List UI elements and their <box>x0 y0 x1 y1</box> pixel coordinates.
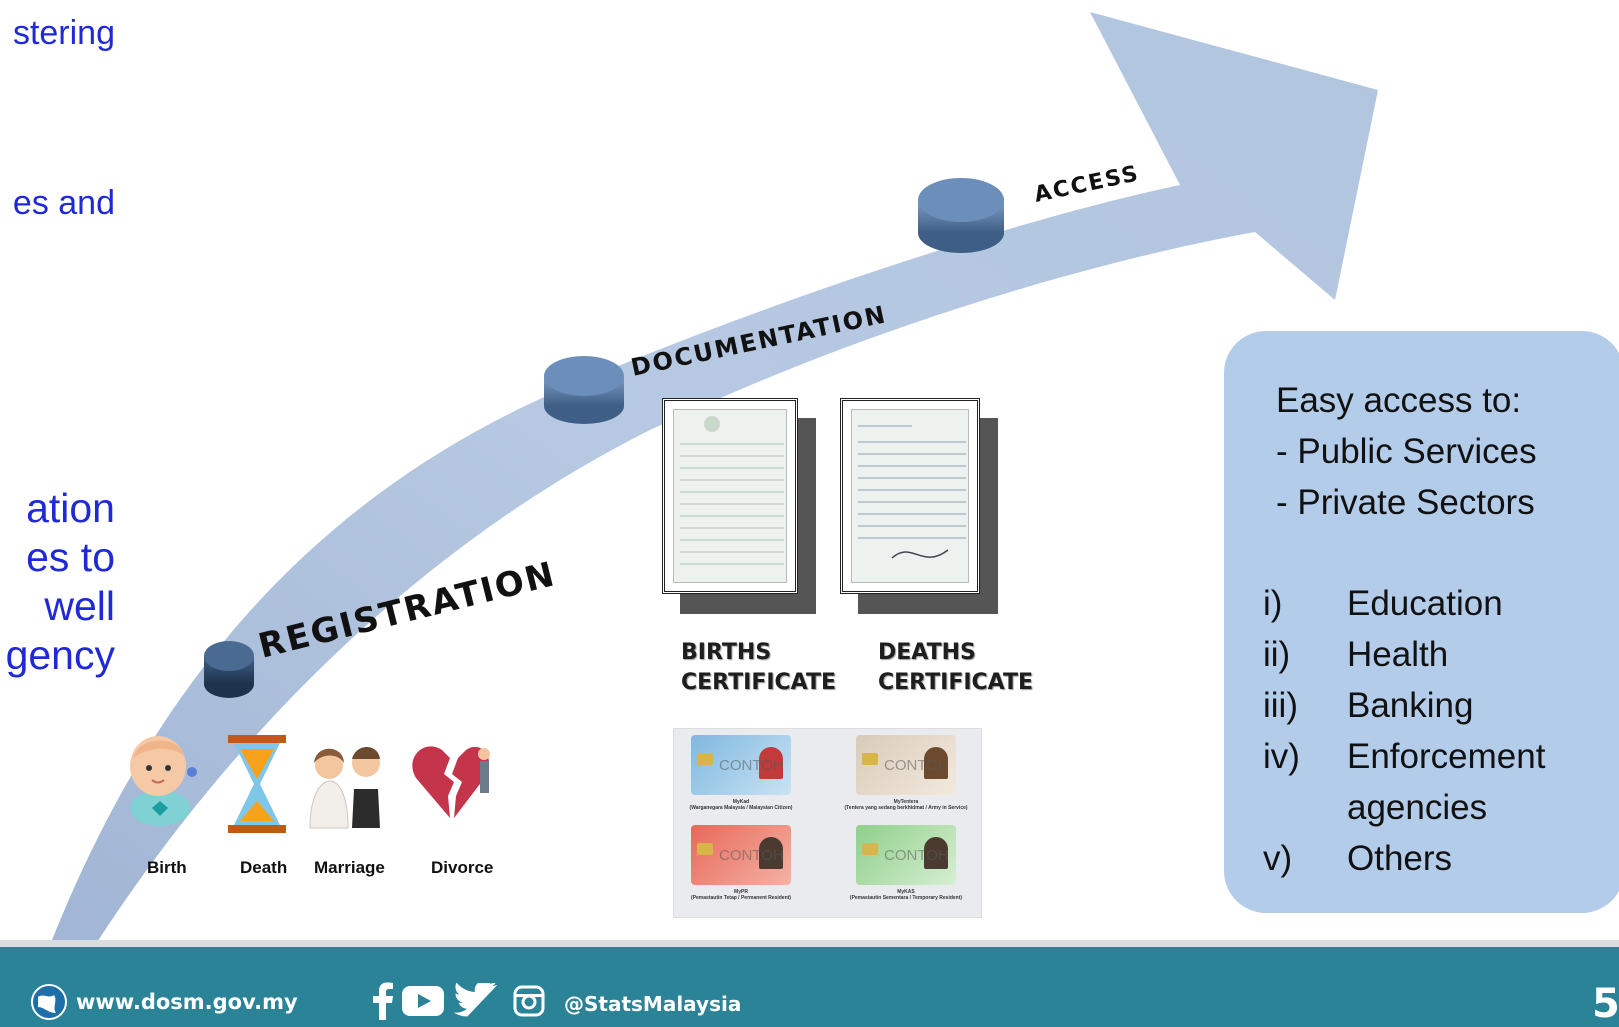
footer-bar <box>0 947 1619 1027</box>
mykas-caption: MyKAS(Pemastautin Sementara / Temporary … <box>841 889 971 901</box>
deaths-certificate-line-2: CERTIFICATE <box>878 670 1034 695</box>
globe-icon <box>30 983 68 1021</box>
access-info-box <box>1224 331 1619 913</box>
left-text-fragment-2: es and <box>12 184 115 222</box>
mypr-caption-title: MyPR <box>734 889 748 895</box>
access-list-num-2: ii) <box>1263 635 1291 674</box>
mykas-card: CONTOH <box>856 825 956 885</box>
left-text-fragment-1: stering <box>12 14 115 52</box>
arrow-shape <box>20 12 1378 1027</box>
mytentera-caption-title: MyTentera <box>893 799 919 805</box>
registration-button-shape <box>204 641 254 698</box>
mytentera-caption: MyTentera(Tentera yang sedang berkhidmat… <box>841 799 971 811</box>
access-heading: Easy access to: <box>1276 381 1522 420</box>
identity-cards-image: CONTOH CONTOH MyKad(Warganegara Malaysia… <box>673 728 982 918</box>
mypr-caption: MyPR(Pemastautin Tetap / Permanent Resid… <box>676 889 806 901</box>
mykad-watermark: CONTOH <box>719 757 784 774</box>
facebook-icon[interactable] <box>369 982 397 1020</box>
mykad-card: CONTOH <box>691 735 791 795</box>
broken-heart-icon <box>410 736 496 826</box>
access-list-num-1: i) <box>1263 584 1283 623</box>
births-certificate-line-2: CERTIFICATE <box>681 670 837 695</box>
mykas-watermark: CONTOH <box>884 847 949 864</box>
footer-website-link[interactable]: www.dosm.gov.my <box>76 990 298 1014</box>
instagram-icon[interactable] <box>510 982 548 1020</box>
access-list-num-3: iii) <box>1263 686 1298 725</box>
mykad-caption-title: MyKad <box>732 799 750 805</box>
mypr-caption-sub: (Pemastautin Tetap / Permanent Resident) <box>691 895 791 901</box>
mypr-watermark: CONTOH <box>719 847 784 864</box>
deaths-certificate-line-1: DEATHS <box>878 640 976 665</box>
label-divorce: Divorce <box>431 858 494 877</box>
birth-certificate-image <box>662 398 798 594</box>
left-text-fragment-3: ation <box>26 485 115 531</box>
youtube-icon[interactable] <box>400 982 446 1020</box>
footer-social-handle[interactable]: @StatsMalaysia <box>564 992 742 1016</box>
wedding-couple-icon <box>302 733 386 833</box>
access-list-item-others: Others <box>1347 839 1453 878</box>
mytentera-caption-sub: (Tentera yang sedang berkhidmat / Army i… <box>844 805 968 811</box>
hourglass-icon <box>226 735 288 833</box>
left-text-fragment-5: well <box>44 583 115 629</box>
label-death: Death <box>240 858 288 877</box>
access-bullet-public: - Public Services <box>1276 432 1537 471</box>
mykas-caption-sub: (Pemastautin Sementara / Temporary Resid… <box>849 895 963 901</box>
label-birth: Birth <box>147 858 187 877</box>
access-list-num-5: v) <box>1263 839 1293 878</box>
births-certificate-title: BIRTHS CERTIFICATE <box>681 638 836 698</box>
access-list-num-4: iv) <box>1263 737 1300 776</box>
label-marriage: Marriage <box>314 858 385 877</box>
mykad-caption: MyKad(Warganegara Malaysia / Malaysian C… <box>676 799 806 811</box>
mykas-caption-title: MyKAS <box>897 889 915 895</box>
access-list-item-enforcement: Enforcement <box>1347 737 1546 776</box>
access-list-item-agencies: agencies <box>1347 788 1488 827</box>
death-certificate-image <box>840 398 980 594</box>
births-certificate-line-1: BIRTHS <box>681 640 772 665</box>
mykad-caption-sub: (Warganegara Malaysia / Malaysian Citize… <box>689 805 793 811</box>
access-bullet-private: - Private Sectors <box>1276 483 1535 522</box>
footer-divider <box>0 940 1619 947</box>
documentation-button-shape <box>544 356 624 424</box>
baby-icon <box>122 728 200 828</box>
left-text-fragment-4: es to <box>26 534 115 580</box>
left-text-fragment-6: gency <box>5 632 115 678</box>
access-list-item-banking: Banking <box>1347 686 1474 725</box>
page-number: 5 <box>1592 981 1619 1027</box>
access-list-item-education: Education <box>1347 584 1503 623</box>
page-number-digit: 5 <box>1592 981 1619 1027</box>
deaths-certificate-title: DEATHS CERTIFICATE <box>878 638 1033 698</box>
mytentera-card: CONTOH <box>856 735 956 795</box>
mytentera-watermark: CONTOH <box>884 757 949 774</box>
mypr-card: CONTOH <box>691 825 791 885</box>
access-button-shape <box>918 178 1004 253</box>
twitter-icon[interactable] <box>452 982 498 1020</box>
access-list-item-health: Health <box>1347 635 1449 674</box>
